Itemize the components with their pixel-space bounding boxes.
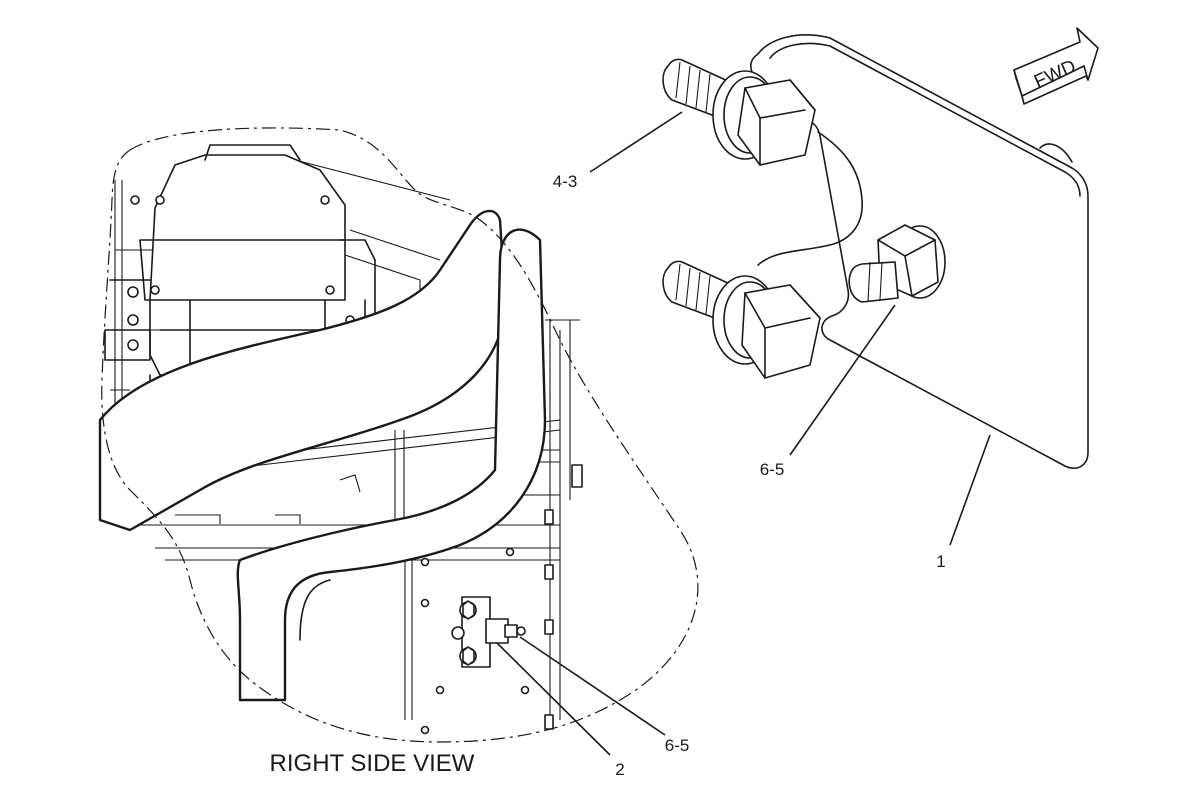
view-title: RIGHT SIDE VIEW bbox=[270, 750, 475, 777]
callout-6-5-lower: 6-5 bbox=[519, 636, 690, 755]
callout-4-3-label: 4-3 bbox=[553, 172, 578, 191]
bracket-detail-illustration: FWD 4-3 6-5 1 bbox=[553, 27, 1099, 571]
terminal-block bbox=[451, 596, 526, 668]
stud-bolt-top bbox=[662, 58, 816, 166]
callout-6-5-upper: 6-5 bbox=[760, 304, 896, 479]
callout-2-label: 2 bbox=[615, 760, 624, 779]
right-side-view-illustration: 2 6-5 RIGHT SIDE VIEW bbox=[98, 127, 699, 779]
duct-hose bbox=[98, 209, 547, 702]
callout-6-5-upper-label: 6-5 bbox=[760, 460, 785, 479]
callout-1-label: 1 bbox=[936, 552, 945, 571]
callout-2: 2 bbox=[496, 642, 625, 779]
stud-bolt-lower bbox=[662, 260, 821, 379]
mounting-panel bbox=[404, 547, 550, 735]
stud-nut-small bbox=[848, 224, 946, 303]
callout-6-5-lower-label: 6-5 bbox=[665, 736, 690, 755]
forward-direction-arrow: FWD bbox=[1013, 27, 1099, 105]
callout-1: 1 bbox=[936, 434, 991, 571]
frame-structure bbox=[110, 159, 583, 730]
phantom-outline bbox=[101, 127, 699, 743]
callout-4-3: 4-3 bbox=[553, 111, 683, 191]
